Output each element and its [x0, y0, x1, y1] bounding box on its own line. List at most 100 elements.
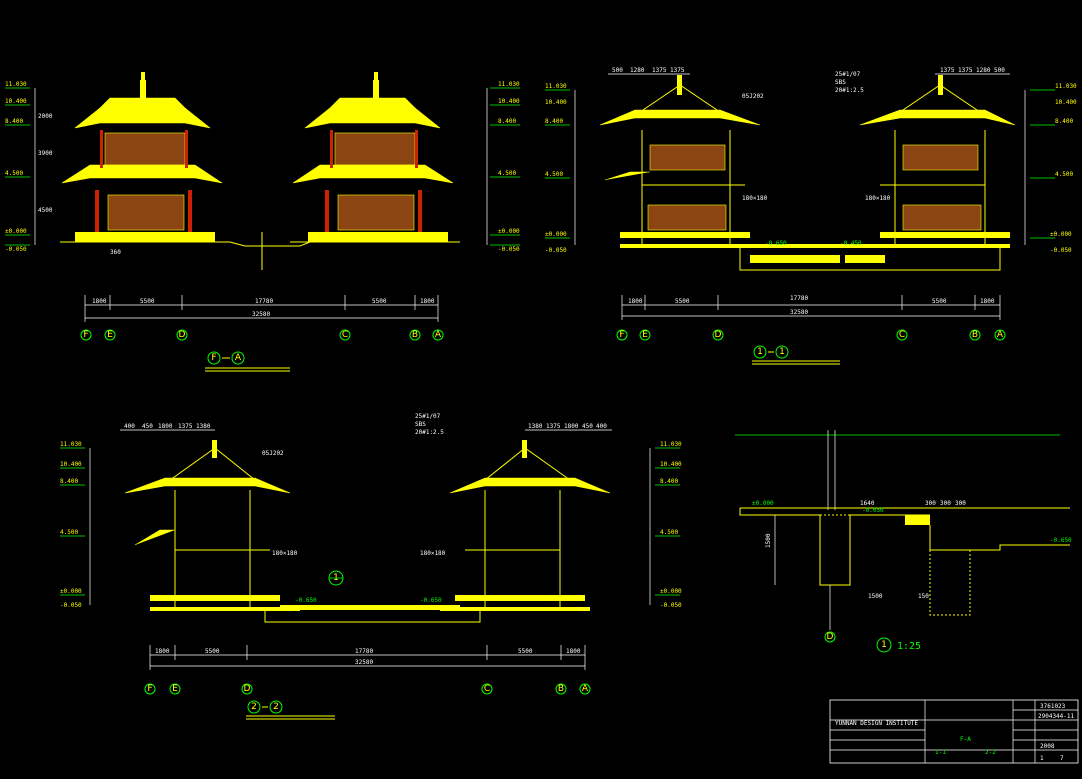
section11-title: 1 1 — [752, 345, 840, 365]
dim-text: 1800 — [158, 423, 173, 430]
level-label: 8.400 — [498, 118, 516, 125]
section11-levels: 11.030 10.400 8.400 4.500 ±0.000 -0.050 … — [545, 83, 1077, 254]
axis-label: D — [179, 330, 186, 340]
elevation-axis-bubbles: F E D C B A — [80, 329, 444, 341]
dim-text: 1375 — [940, 67, 955, 74]
axis-label: E — [107, 330, 113, 340]
level-label: 11.030 — [545, 83, 567, 90]
ref-label: 05J202 — [742, 93, 764, 100]
svg-text:A: A — [582, 684, 589, 694]
level-label: -0.050 — [60, 602, 82, 609]
dim-text: 1380 — [196, 423, 211, 430]
material-label: 25#1/07 — [415, 413, 441, 420]
section22-right-pavilion — [440, 440, 611, 611]
level-label: -0.050 — [545, 247, 567, 254]
level-label: -0.650 — [295, 597, 317, 604]
level-label: ±0.000 — [545, 231, 567, 238]
dim-total: 32580 — [252, 311, 270, 318]
section22-axis-bubbles: F E D C B A — [144, 683, 591, 695]
dim-text: 500 — [612, 67, 623, 74]
dim-text: 500 — [994, 67, 1005, 74]
level-label: 8.400 — [1055, 118, 1073, 125]
level-label: 11.030 — [5, 81, 27, 88]
svg-text:F: F — [211, 353, 216, 363]
dim-total: 32580 — [355, 659, 373, 666]
level-label: 4.500 — [660, 529, 678, 536]
level-label: 10.400 — [545, 99, 567, 106]
axis-label: B — [412, 330, 418, 340]
level-label: ±0.000 — [660, 588, 682, 595]
dim-text: 400 — [124, 423, 135, 430]
level-label: ±0.000 — [498, 228, 520, 235]
material-label: SBS — [835, 79, 846, 86]
detail-title-bubble — [876, 637, 892, 653]
height-dim: 2000 — [38, 113, 53, 120]
svg-text:2: 2 — [251, 702, 257, 712]
level-label: 8.400 — [5, 118, 23, 125]
level-label: -0.050 — [5, 246, 27, 253]
dim-text: 150 — [918, 593, 929, 600]
level-label: 10.400 — [660, 461, 682, 468]
level-label: -0.650 — [1050, 537, 1072, 544]
material-label: 20#1:2.5 — [835, 87, 864, 94]
section22-dimensions: 1800 5500 17780 5500 1800 32580 — [149, 645, 586, 670]
dim-text: 5500 — [675, 298, 690, 305]
sheet-index: 1 — [1040, 755, 1044, 762]
member-label: 180×180 — [865, 195, 891, 202]
level-label: 4.500 — [5, 170, 23, 177]
member-label: 180×180 — [420, 550, 446, 557]
level-label: 10.400 — [1055, 99, 1077, 106]
detail-title: 1 — [881, 640, 887, 650]
dim-text: 17780 — [355, 648, 373, 655]
axis-label: C — [342, 330, 348, 340]
level-label: 4.500 — [545, 171, 563, 178]
left-pavilion-elevation — [60, 72, 230, 243]
level-label: 8.400 — [60, 478, 78, 485]
section11-dimensions: 1800 5500 17780 5500 1800 32580 — [621, 295, 1001, 320]
svg-text:C: C — [899, 330, 905, 340]
dim-text: 1280 — [630, 67, 645, 74]
dim-text: 5500 — [140, 298, 155, 305]
dim-text: 300 — [925, 500, 936, 507]
title-block: YUNNAN DESIGN INSTITUTE 3761023 2904344-… — [829, 699, 1079, 764]
level-label: 10.400 — [5, 98, 27, 105]
level-label: 4.500 — [60, 529, 78, 536]
material-label: 25#1/07 — [835, 71, 861, 78]
sheet-number: 3761023 — [1040, 703, 1066, 710]
dim-text: 300 — [940, 500, 951, 507]
dim-text: 1800 — [155, 648, 170, 655]
level-label: -0.650 — [765, 240, 787, 247]
svg-text:A: A — [235, 353, 242, 363]
dim-text: 1375 — [652, 67, 667, 74]
dim-text: 1375 — [958, 67, 973, 74]
dim-text: 1280 — [976, 67, 991, 74]
section-2-2-view: 400 450 1800 1375 1380 1380 1375 1800 45… — [60, 413, 682, 720]
dim-text: 17780 — [255, 298, 273, 305]
section-1-1-view: 500 1280 1375 1375 1375 1375 1280 500 25… — [545, 67, 1077, 365]
project-number: 2904344-11 — [1038, 713, 1075, 720]
level-label: 11.030 — [498, 81, 520, 88]
svg-text:F: F — [619, 330, 624, 340]
dim-text: 1800 — [980, 298, 995, 305]
level-label: ±0.000 — [1050, 231, 1072, 238]
level-label: 10.400 — [60, 461, 82, 468]
svg-text:E: E — [172, 684, 178, 694]
level-label: 4.500 — [1055, 171, 1073, 178]
dim-text: 450 — [142, 423, 153, 430]
height-dim: 1500 — [765, 533, 772, 548]
level-label: 11.030 — [1055, 83, 1077, 90]
ref-label: 05J202 — [262, 450, 284, 457]
axis-label: A — [435, 330, 442, 340]
section22-left-pavilion — [124, 440, 300, 611]
level-label: 8.400 — [545, 118, 563, 125]
level-label: -0.050 — [862, 507, 884, 514]
detail-scale: 1:25 — [897, 641, 921, 652]
dim-text: 1640 — [860, 500, 875, 507]
level-label: 10.400 — [498, 98, 520, 105]
height-dim: 4500 — [38, 207, 53, 214]
level-label: -0.050 — [660, 602, 682, 609]
elevation-title: F A — [205, 351, 290, 372]
level-label: ±0.000 — [752, 500, 774, 507]
material-label: 20#1:2.5 — [415, 429, 444, 436]
